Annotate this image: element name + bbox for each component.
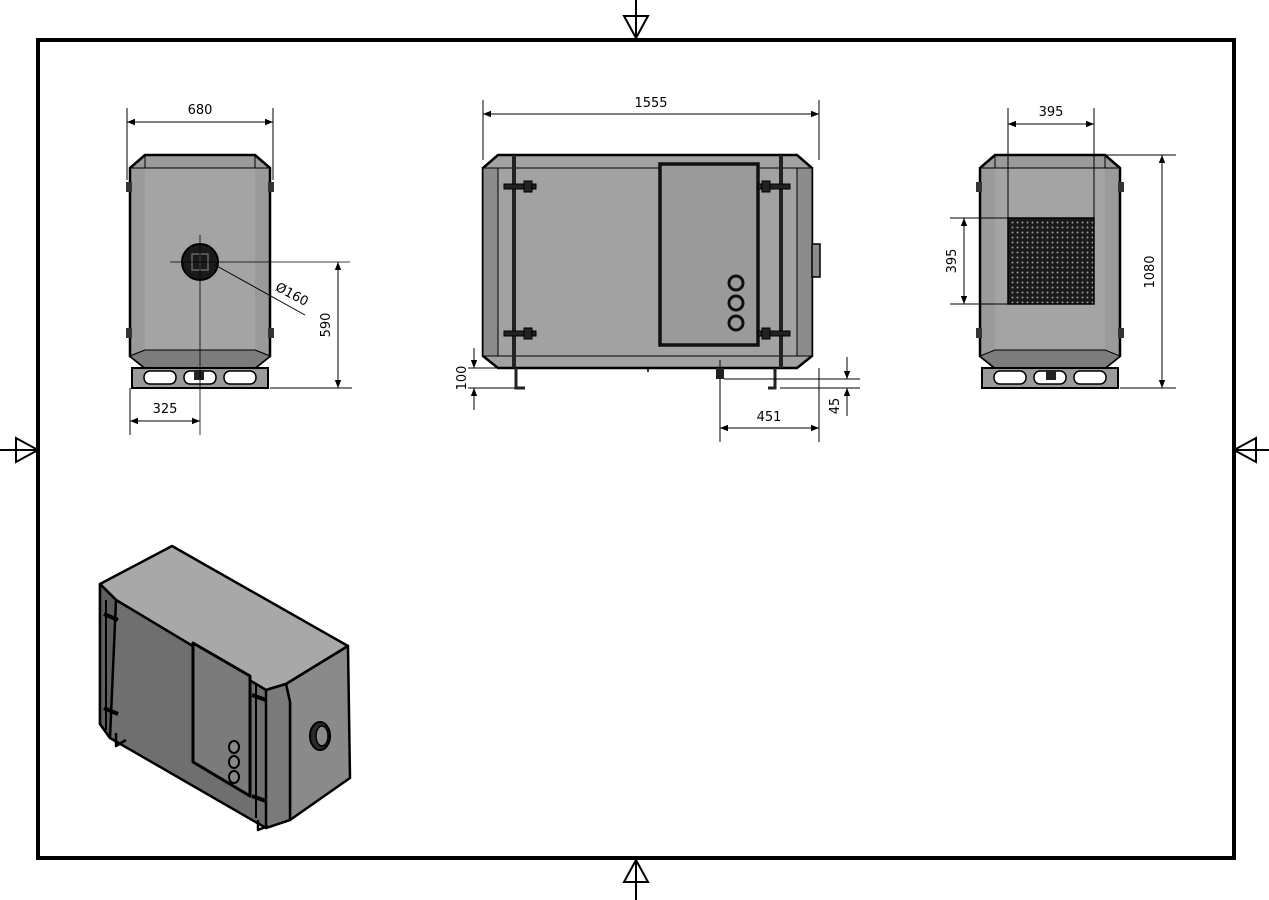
front-width-label: 680	[188, 103, 213, 118]
door-knob	[727, 274, 745, 292]
side-view-drain	[716, 368, 724, 379]
centering-mark-left	[0, 436, 41, 464]
side-length-label: 1555	[634, 96, 667, 111]
front-view	[126, 153, 350, 435]
rear-total-height-label: 1080	[1143, 255, 1158, 288]
side-drain-height-label: 45	[828, 398, 843, 415]
centering-mark-bottom	[622, 857, 650, 900]
rear-view-dimensions	[950, 108, 1176, 389]
iso-door-knob	[228, 740, 240, 754]
centering-mark-top	[622, 0, 650, 41]
door-knob	[727, 294, 745, 312]
front-diameter-label: Ø160	[273, 280, 311, 310]
side-view-access-door	[658, 162, 760, 347]
side-view-dimensions	[468, 100, 860, 442]
iso-door-knob	[228, 770, 240, 784]
leader-diameter	[214, 264, 306, 316]
rear-view-grille	[1007, 217, 1095, 305]
centering-mark-right	[1231, 436, 1269, 464]
isometric-view	[98, 544, 352, 832]
front-height-label: 590	[319, 313, 334, 338]
side-view	[481, 153, 821, 390]
front-offset-label: 325	[153, 402, 178, 417]
front-view-dimensions	[126, 108, 352, 435]
rear-view	[976, 153, 1124, 389]
side-drain-label: 451	[757, 410, 782, 425]
rear-grille-height-label: 395	[945, 249, 960, 274]
rear-grille-width-label: 395	[1039, 105, 1064, 120]
side-foot-label: 100	[455, 366, 470, 391]
iso-door-knob	[228, 755, 240, 769]
door-knob	[727, 314, 745, 332]
